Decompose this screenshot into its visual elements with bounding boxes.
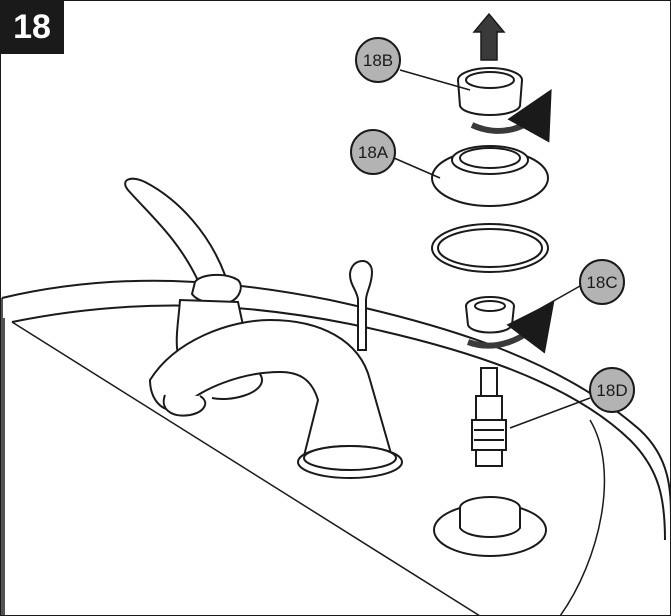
rotate-counterclockwise-icon [470,89,552,143]
step-number-badge: 18 [0,0,64,54]
svg-text:18C: 18C [586,273,617,292]
callout-18d: 18D [589,367,635,413]
retaining-nut-18b [457,67,523,116]
svg-text:18D: 18D [596,381,627,400]
valve-cartridge-18d [471,367,507,467]
svg-text:18B: 18B [363,51,393,70]
rotate-counterclockwise-icon [466,300,555,354]
sink-basin [1,279,671,616]
valve-base-housing [433,496,547,557]
callout-18a: 18A [350,129,396,175]
callout-leaders [393,69,591,429]
faucet-spout [148,318,403,479]
svg-text:18A: 18A [358,143,389,162]
gasket-ring [431,223,549,273]
bonnet-nut-18c [465,296,515,334]
drain-lift-rod [348,260,374,351]
escutcheon-18a [431,145,549,207]
callout-18c: 18C [579,259,625,305]
callout-18b: 18B [355,37,401,83]
arrow-up-icon [472,12,506,61]
